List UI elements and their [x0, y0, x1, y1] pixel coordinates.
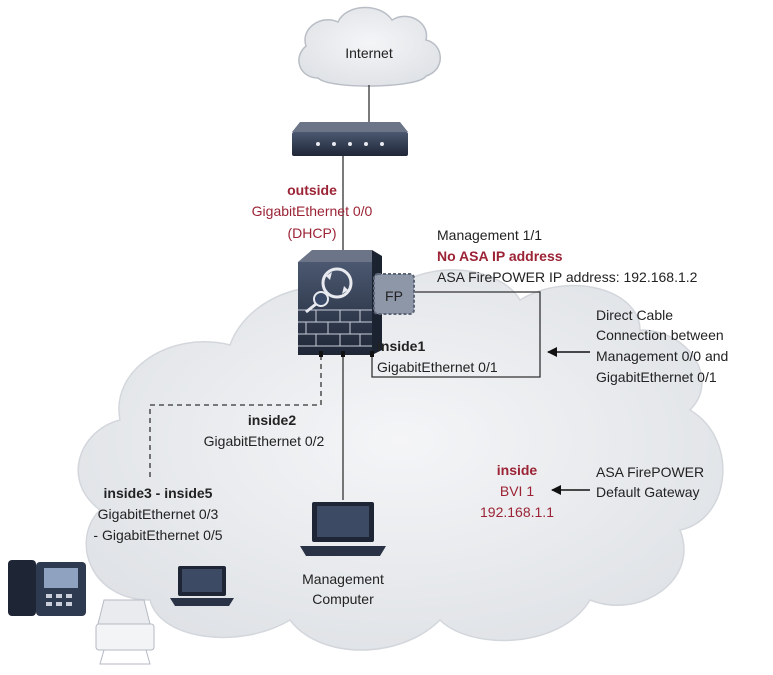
firepower-ip-label: ASA FirePOWER IP address: 192.168.1.2	[437, 269, 698, 285]
gateway-line1: ASA FirePOWER	[596, 464, 704, 480]
internet-label: Internet	[345, 45, 393, 61]
gateway-line2: Default Gateway	[596, 484, 700, 500]
management-computer-icon	[300, 502, 386, 556]
bvi-interface-label: BVI 1	[500, 483, 534, 499]
inside3-5-label: inside3 - inside5	[104, 485, 213, 501]
asa-firewall-icon	[298, 250, 382, 357]
direct-cable-line1: Direct Cable	[596, 307, 673, 323]
outside-dhcp: (DHCP)	[288, 225, 337, 241]
inside2-interface: GigabitEthernet 0/2	[204, 433, 325, 449]
bvi-name-label: inside	[497, 462, 538, 478]
management-port-label: Management 1/1	[437, 227, 542, 243]
firepower-module-icon: FP	[373, 273, 415, 315]
router-icon	[292, 122, 408, 156]
inside1-label: inside1	[377, 338, 425, 354]
inside2-label: inside2	[248, 412, 296, 428]
direct-cable-line2: Connection between	[596, 327, 724, 343]
direct-cable-line3: Management 0/0 and	[596, 348, 728, 364]
direct-cable-line4: GigabitEthernet 0/1	[596, 369, 717, 385]
printer-icon	[95, 599, 155, 665]
laptop-icon	[170, 566, 234, 606]
arrows	[547, 347, 590, 495]
outside-interface: GigabitEthernet 0/0	[252, 203, 373, 219]
management-computer-line2: Computer	[312, 591, 374, 607]
no-asa-ip-label: No ASA IP address	[437, 248, 563, 264]
inside3-interface: GigabitEthernet 0/3	[98, 506, 219, 522]
outside-label: outside	[287, 182, 337, 198]
inside5-interface: - GigabitEthernet 0/5	[93, 527, 222, 543]
management-computer-line1: Management	[302, 571, 384, 587]
bvi-ip-label: 192.168.1.1	[480, 504, 554, 520]
ip-phone-icon	[8, 560, 86, 616]
internet-cloud: Internet	[298, 6, 441, 87]
links	[149, 85, 541, 500]
fp-badge-label: FP	[385, 288, 403, 304]
inside1-interface: GigabitEthernet 0/1	[377, 359, 498, 375]
